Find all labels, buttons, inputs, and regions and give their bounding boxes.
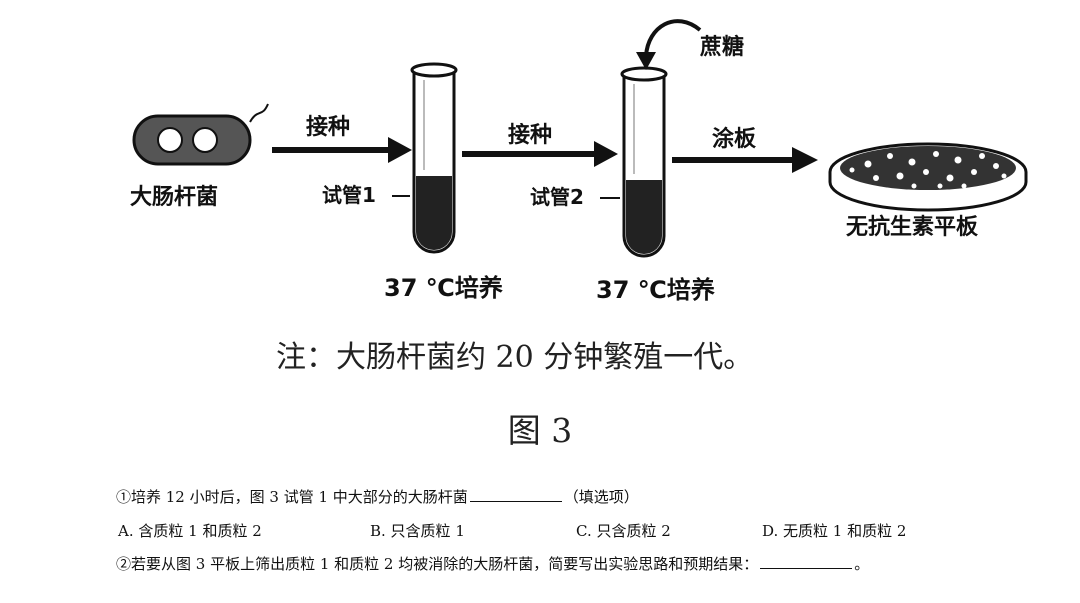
question-2-prefix: ②若要从图 3 平板上筛出质粒 1 和质粒 2 均被消除的大肠杆菌，简要写出实验… (116, 555, 759, 573)
question-1-prefix: ①培养 12 小时后，图 3 试管 1 中大部分的大肠杆菌 (116, 488, 468, 506)
figure-note: 注：大肠杆菌约 20 分钟繁殖一代。 (276, 340, 754, 375)
sucrose-arrow (636, 19, 702, 70)
bacterium-label: 大肠杆菌 (130, 185, 218, 210)
plate-label: 无抗生素平板 (846, 214, 979, 240)
test-tube-2 (620, 66, 668, 258)
question-2: ②若要从图 3 平板上筛出质粒 1 和质粒 2 均被消除的大肠杆菌，简要写出实验… (116, 553, 869, 574)
option-c[interactable]: C. 只含质粒 2 (576, 522, 671, 540)
option-a[interactable]: A. 含质粒 1 和质粒 2 (118, 522, 262, 540)
plating-arrow (672, 147, 818, 173)
options-row: A. 含质粒 1 和质粒 2 B. 只含质粒 1 C. 只含质粒 2 D. 无质… (116, 520, 1016, 540)
arrow1-label: 接种 (306, 115, 350, 140)
arrow3-label: 涂板 (712, 126, 757, 152)
figure-caption: 图 3 (507, 411, 573, 450)
bacterium-icon (132, 103, 269, 166)
tube2-label: 试管2 (530, 185, 584, 209)
inoculate-arrow-2 (462, 141, 618, 167)
question-2-suffix: 。 (854, 555, 870, 573)
answer-blank-1[interactable] (469, 488, 562, 502)
question-1: ①培养 12 小时后，图 3 试管 1 中大部分的大肠杆菌 （填选项） (116, 486, 639, 507)
incubate2-label: 37 ℃培养 (596, 276, 715, 304)
question-1-suffix: （填选项） (563, 488, 639, 506)
answer-blank-2[interactable] (760, 555, 853, 569)
test-tube-1 (410, 62, 458, 254)
experiment-diagram: 大肠杆菌 接种 试管1 37 ℃培养 接种 试管2 37 ℃培养 蔗糖 涂板 (130, 19, 1028, 304)
tube1-label: 试管1 (322, 183, 376, 207)
arrow2-label: 接种 (508, 123, 552, 148)
sucrose-label: 蔗糖 (699, 34, 744, 60)
option-d[interactable]: D. 无质粒 1 和质粒 2 (762, 522, 907, 540)
option-b[interactable]: B. 只含质粒 1 (370, 522, 465, 540)
incubate1-label: 37 ℃培养 (384, 274, 503, 302)
inoculate-arrow-1 (272, 137, 412, 163)
petri-plate-icon (828, 142, 1028, 212)
